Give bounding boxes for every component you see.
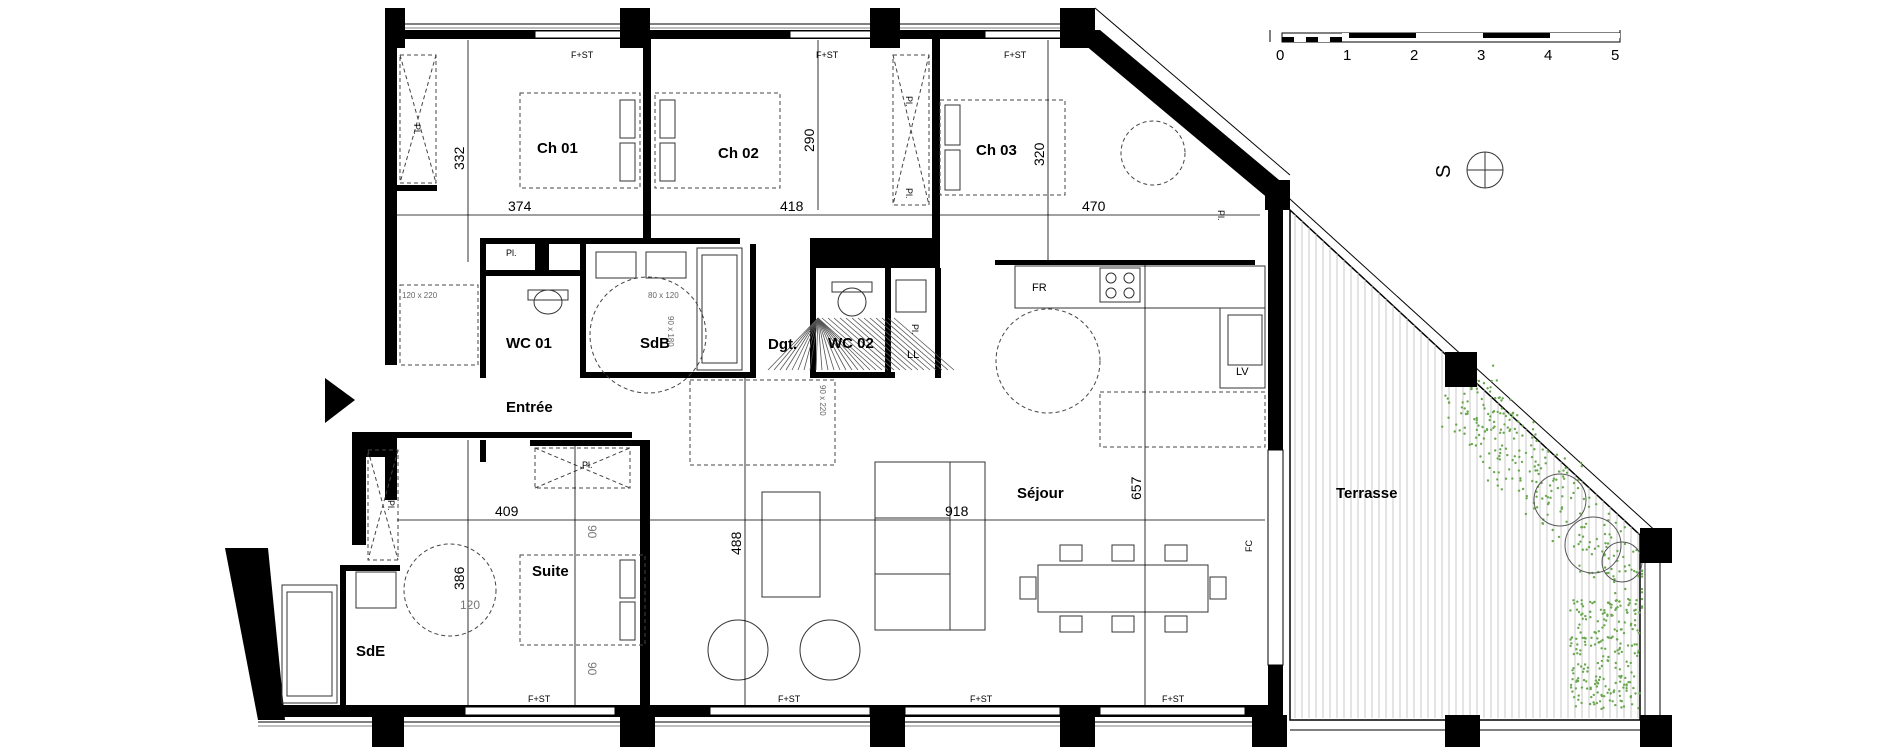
room-label-wc02: WC 02 <box>828 335 874 352</box>
dimension-lines <box>397 40 1265 705</box>
label-placard-ch02b: Pl. <box>904 188 914 199</box>
room-label-entree: Entrée <box>506 399 553 416</box>
scale-mark-0: 0 <box>1276 47 1284 64</box>
dim-suite-90-bottom: 90 <box>585 662 599 676</box>
label-window-ch01: F+ST <box>571 50 594 60</box>
label-window-living-2: F+ST <box>778 694 801 704</box>
dim-width-374: 374 <box>508 198 532 214</box>
scale-mark-4: 4 <box>1544 47 1552 64</box>
room-label-sdb: SdB <box>640 335 670 352</box>
label-fridge: FR <box>1032 282 1047 294</box>
room-label-ch02: Ch 02 <box>718 145 759 162</box>
label-placard-ch01: Pl. <box>412 124 422 135</box>
label-placard-ch03: Pl. <box>1216 210 1226 221</box>
dim-width-470: 470 <box>1082 198 1106 214</box>
label-placard-ll: Pl. <box>910 324 920 335</box>
room-label-ch03: Ch 03 <box>976 142 1017 159</box>
dim-ch01-height: 332 <box>451 146 467 170</box>
dim-suite-90-top: 90 <box>585 525 599 539</box>
scale-mark-3: 3 <box>1477 47 1485 64</box>
dim-height-657: 657 <box>1128 476 1144 500</box>
label-clearance-90x180: 90 x 180 <box>666 316 675 347</box>
room-label-wc01: WC 01 <box>506 335 552 352</box>
room-label-sde: SdE <box>356 643 385 660</box>
label-placard-entree: Pl. <box>582 460 593 470</box>
dim-width-409: 409 <box>495 503 519 519</box>
room-label-dgt: Dgt. <box>768 336 797 353</box>
dim-width-918: 918 <box>945 503 969 519</box>
label-window-living-4: F+ST <box>1162 694 1185 704</box>
dim-suite-120: 120 <box>460 598 480 612</box>
label-clearance-120x220: 120 x 220 <box>402 291 438 300</box>
room-label-suite: Suite <box>532 563 569 580</box>
dim-width-418: 418 <box>780 198 804 214</box>
terrace-deck <box>1279 189 1661 731</box>
label-dishwasher: LV <box>1236 366 1249 378</box>
dim-ch03-height: 320 <box>1031 142 1047 166</box>
label-fc: FC <box>1244 540 1254 552</box>
room-label-ll: LL <box>907 349 919 361</box>
scale-mark-1: 1 <box>1343 47 1351 64</box>
scale-mark-5: 5 <box>1611 47 1619 64</box>
exterior-walls <box>225 7 1672 747</box>
scale-mark-2: 2 <box>1410 47 1418 64</box>
room-label-sejour: Séjour <box>1017 485 1064 502</box>
label-clearance-90x220: 90 x 220 <box>818 385 827 416</box>
label-placard-suite: Pl. <box>386 500 396 511</box>
wc02-hatch <box>767 317 955 371</box>
label-window-ch03: F+ST <box>1004 50 1027 60</box>
label-placard-corridor: Pl. <box>506 248 517 258</box>
label-clearance-80x120: 80 x 120 <box>648 291 679 300</box>
dim-ch02-height: 290 <box>801 128 817 152</box>
planter-greenery <box>1441 364 1644 711</box>
scale-bar <box>1269 30 1621 43</box>
room-label-ch01: Ch 01 <box>537 140 578 157</box>
furniture <box>281 54 1504 704</box>
dim-height-386: 386 <box>451 566 467 590</box>
label-window-ch02: F+ST <box>816 50 839 60</box>
label-placard-ch02: Pl. <box>904 96 914 107</box>
label-window-living-1: F+ST <box>528 694 551 704</box>
dim-height-488: 488 <box>728 531 744 555</box>
room-label-terrasse: Terrasse <box>1336 485 1397 502</box>
label-window-living-3: F+ST <box>970 694 993 704</box>
compass-letter: S <box>1433 165 1455 178</box>
